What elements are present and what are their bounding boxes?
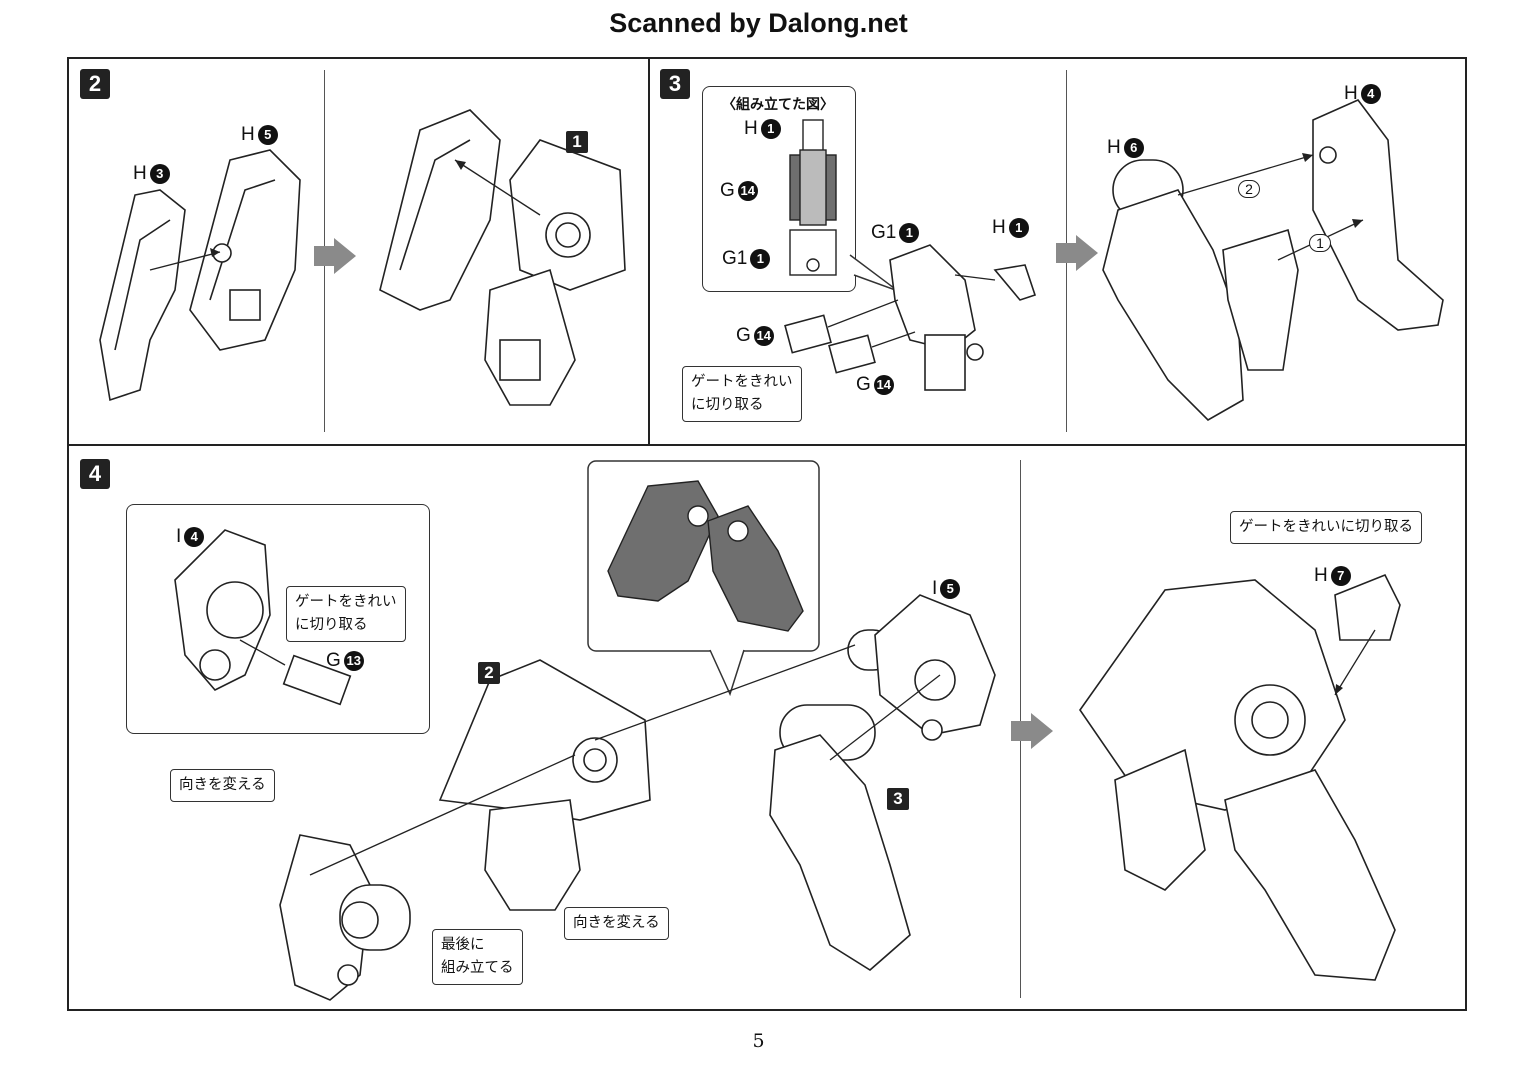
note-line: 最後に <box>441 937 485 953</box>
next-arrow-icon <box>1056 235 1098 271</box>
step-3-badge: 3 <box>660 69 690 99</box>
gate-trim-note-inset: ゲートをきれい に切り取る <box>286 586 406 642</box>
part-number: 4 <box>1360 84 1381 104</box>
part-number: 1 <box>760 119 781 139</box>
gate-trim-note: ゲートをきれい に切り取る <box>682 366 802 422</box>
part-letter: G1 <box>722 248 748 269</box>
part-letter: H <box>133 163 147 184</box>
step3-parts-drawing <box>784 244 1037 391</box>
part-number: 7 <box>1330 566 1351 586</box>
assemble-last-note: 最後に 組み立てる <box>432 929 523 985</box>
step4-inset-drawing <box>174 529 352 706</box>
part-letter: G <box>736 325 751 346</box>
step3-right-drawing <box>1102 99 1444 421</box>
order-marker-1: 1 <box>1309 234 1331 252</box>
part-letter: G <box>326 650 341 671</box>
subassembly-ref-1: 1 <box>566 131 588 153</box>
part-letter: H <box>1344 83 1358 104</box>
part-number: 1 <box>899 223 920 243</box>
note-line: ゲートをきれい <box>691 374 793 390</box>
row-divider <box>67 444 1467 446</box>
turn-around-note-1: 向きを変える <box>170 769 275 802</box>
part-letter: I <box>932 578 938 599</box>
step4-left-part-drawing <box>279 834 411 1001</box>
scan-credit: Scanned by Dalong.net <box>609 8 908 38</box>
part-letter: G1 <box>871 222 897 243</box>
step2-result-drawing <box>379 109 626 406</box>
subassembly-ref-3: 3 <box>887 788 909 810</box>
part-letter: H <box>1107 137 1121 158</box>
step4-final-drawing <box>1079 573 1401 981</box>
part-number: 6 <box>1123 138 1144 158</box>
part-number: 14 <box>737 181 758 201</box>
note-line: に切り取る <box>295 617 368 633</box>
step2-parts-drawing <box>99 149 301 402</box>
part-number: 1 <box>750 249 771 269</box>
gray-inset-pointer <box>709 649 745 697</box>
part-number: 4 <box>184 527 205 547</box>
note-line: ゲートをきれい <box>295 594 397 610</box>
part-letter: G <box>720 180 735 201</box>
part-letter: H <box>241 124 255 145</box>
part-letter: H <box>992 217 1006 238</box>
step4-center-drawing <box>438 659 651 911</box>
part-letter: I <box>176 526 182 547</box>
part-number: 3 <box>149 164 170 184</box>
next-arrow-icon <box>1011 713 1053 749</box>
order-marker-2: 2 <box>1238 180 1260 198</box>
turn-around-note-2: 向きを変える <box>564 907 669 940</box>
page-number: 5 <box>752 1030 765 1052</box>
step-2-badge: 2 <box>80 69 110 99</box>
step-4-badge: 4 <box>80 459 110 489</box>
part-number: 13 <box>343 651 364 671</box>
part-letter: H <box>744 118 758 139</box>
part-letter: G <box>856 374 871 395</box>
part-letter: H <box>1314 565 1328 586</box>
inset-assembly-drawing <box>789 119 837 276</box>
part-number: 14 <box>873 375 894 395</box>
part-number: 1 <box>1008 218 1029 238</box>
step2-3-divider <box>648 57 650 445</box>
instruction-frame <box>67 57 1467 1011</box>
step4-right-parts-drawing <box>769 594 996 971</box>
subassembly-ref-2: 2 <box>478 662 500 684</box>
step4-assembly-lines <box>309 644 941 876</box>
note-line: 組み立てる <box>441 960 514 976</box>
gate-trim-note-right: ゲートをきれいに切り取る <box>1230 511 1422 544</box>
note-line: に切り取る <box>691 397 764 413</box>
inset-title: 〈組み立てた図〉 <box>722 96 834 112</box>
step4-gray-inset-drawing <box>587 460 820 652</box>
part-number: 5 <box>940 579 961 599</box>
next-arrow-icon <box>314 238 356 274</box>
part-number: 5 <box>257 125 278 145</box>
part-number: 14 <box>753 326 774 346</box>
